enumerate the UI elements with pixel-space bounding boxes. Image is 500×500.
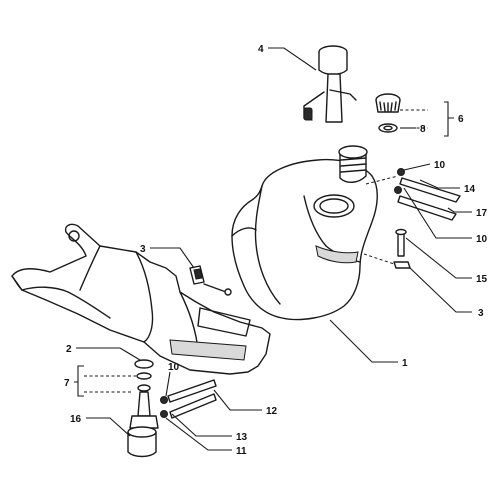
- callout-3-left: 3: [140, 244, 146, 255]
- callout-7: 7: [64, 378, 70, 389]
- rubber-mount: [189, 265, 232, 296]
- screw-assembly-right: [393, 228, 411, 269]
- leader-lines: [76, 47, 472, 451]
- fuel-tap-assembly: [127, 359, 159, 458]
- fuel-hoses: [160, 379, 217, 419]
- callout-2: 2: [66, 344, 72, 355]
- callout-10-bottom: 10: [168, 362, 180, 373]
- callout-12: 12: [266, 406, 278, 417]
- callout-3-right: 3: [478, 308, 484, 319]
- vent-fittings: [394, 168, 461, 221]
- callout-1: 1: [402, 358, 408, 369]
- fuel-tank: [231, 158, 378, 321]
- callout-labels: 4 6 8 10 14 17 10 15 3 1 3 2 7 16 10 12 …: [64, 44, 488, 457]
- callout-6: 6: [458, 114, 464, 125]
- filler-neck: [338, 145, 368, 183]
- callout-11: 11: [236, 446, 247, 457]
- fuel-cap: [375, 93, 401, 133]
- callout-10-top: 10: [434, 160, 446, 171]
- callout-13: 13: [236, 432, 248, 443]
- fuel-level-sender: [303, 45, 357, 123]
- tank-bracket: [11, 223, 271, 375]
- group-brackets: [74, 101, 454, 397]
- callout-8: 8: [420, 124, 426, 135]
- callout-15: 15: [476, 274, 488, 285]
- callout-17: 17: [476, 208, 488, 219]
- callout-4: 4: [258, 44, 264, 55]
- callout-16: 16: [70, 414, 82, 425]
- callout-10-middle: 10: [476, 234, 488, 245]
- callout-14: 14: [464, 184, 476, 195]
